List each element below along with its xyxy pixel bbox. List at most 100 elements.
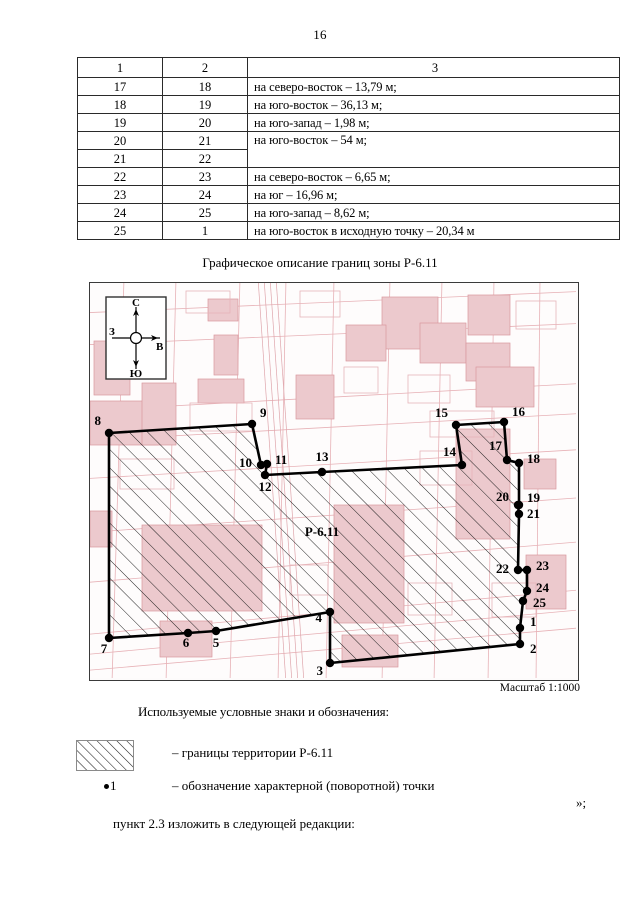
map-caption: Графическое описание границ зоны Р-6.11 (202, 255, 438, 270)
column-header-2: 2 (162, 57, 248, 78)
table-row: 25 1 на юго-восток в исходную точку – 20… (77, 221, 620, 240)
cell-from: 20 (77, 131, 163, 150)
table-row: 19 20 на юго-запад – 1,98 м; (77, 113, 620, 132)
compass-east-label: В (156, 341, 164, 353)
table-row: 18 19 на юго-восток – 36,13 м; (77, 95, 620, 114)
legend-point-sample: 1 (104, 778, 117, 794)
cell-description: на юго-запад – 1,98 м; (247, 113, 620, 132)
vertex-label-22: 22 (496, 561, 509, 576)
table-row: 24 25 на юго-запад – 8,62 м; (77, 203, 620, 222)
vertex-point-24 (522, 586, 532, 596)
compass-south-label: Ю (130, 368, 142, 380)
vertex-point-20 (513, 500, 523, 510)
map-canvas: Р-6.11 С Ю З В 1234567891011121314151617… (90, 283, 576, 678)
cell-description: на северо-восток – 13,79 м; (247, 77, 620, 96)
vertex-label-7: 7 (101, 641, 108, 656)
vertex-label-1: 1 (530, 614, 537, 629)
vertex-point-9 (247, 419, 257, 429)
column-header-3: 3 (247, 57, 620, 78)
cell-to: 19 (162, 95, 248, 114)
compass-rose: С Ю З В (105, 296, 167, 380)
vertex-point-1 (515, 623, 525, 633)
vertex-label-15: 15 (435, 405, 449, 420)
cell-from: 22 (77, 167, 163, 186)
compass-north-label: С (132, 297, 140, 309)
zone-label: Р-6.11 (305, 524, 339, 539)
cell-to: 18 (162, 77, 248, 96)
legend-point-number: 1 (110, 778, 117, 793)
cell-to: 1 (162, 221, 248, 240)
cell-to: 20 (162, 113, 248, 132)
vertex-point-21 (514, 509, 524, 519)
closing-paragraph: пункт 2.3 изложить в следующей редакции: (113, 816, 355, 831)
cell-to: 22 (162, 149, 248, 168)
vertex-label-12: 12 (259, 479, 272, 494)
cell-from: 25 (77, 221, 163, 240)
vertex-point-13 (317, 467, 327, 477)
legend-point-label: – обозначение характерной (поворотной) т… (172, 778, 435, 793)
vertex-point-5 (211, 626, 221, 636)
compass-west-label: З (109, 326, 115, 338)
vertex-point-18 (514, 458, 524, 468)
cell-description: на юго-восток – 36,13 м; (247, 95, 620, 114)
zone-boundary-polygon (107, 420, 529, 665)
vertex-point-23 (522, 565, 532, 575)
vertex-label-5: 5 (213, 635, 220, 650)
vertex-point-15 (451, 420, 461, 430)
vertex-label-14: 14 (443, 444, 457, 459)
table-row: 22 23 на северо-восток – 6,65 м; (77, 167, 620, 186)
cell-description: на юг – 16,96 м; (247, 185, 620, 204)
vertex-label-20: 20 (496, 489, 509, 504)
vertex-point-3 (325, 658, 335, 668)
table-row: 23 24 на юг – 16,96 м; (77, 185, 620, 204)
vertex-label-13: 13 (316, 449, 330, 464)
vertex-point-25 (518, 596, 528, 606)
table-header-row: 1 2 3 (77, 57, 620, 78)
vertex-point-2 (515, 639, 525, 649)
vertex-label-17: 17 (489, 438, 503, 453)
column-header-1: 1 (77, 57, 163, 78)
vertex-point-4 (325, 607, 335, 617)
point-dot-icon (104, 784, 109, 789)
vertex-point-6 (183, 628, 193, 638)
vertex-point-8 (104, 428, 114, 438)
vertex-point-16 (499, 417, 509, 427)
legend-hatch-swatch (76, 740, 134, 771)
cell-from: 24 (77, 203, 163, 222)
cell-from: 18 (77, 95, 163, 114)
cell-description: на юго-восток в исходную точку – 20,34 м (247, 221, 620, 240)
vertex-label-9: 9 (260, 405, 267, 420)
vertex-label-16: 16 (512, 404, 526, 419)
vertex-point-12 (260, 470, 270, 480)
vertex-label-18: 18 (527, 451, 541, 466)
vertex-point-7 (104, 633, 114, 643)
coordinates-table: 1 2 3 17 18 на северо-восток – 13,79 м; … (77, 57, 620, 240)
vertex-point-17 (502, 455, 512, 465)
vertex-point-14 (457, 460, 467, 470)
cell-to: 24 (162, 185, 248, 204)
table-body: 1 2 3 17 18 на северо-восток – 13,79 м; … (77, 57, 620, 240)
vertex-label-21: 21 (527, 506, 540, 521)
vertex-label-10: 10 (239, 455, 252, 470)
legend-hatch-icon (77, 741, 133, 770)
vertex-label-2: 2 (530, 641, 537, 656)
vertex-label-4: 4 (316, 610, 323, 625)
vertex-label-6: 6 (183, 635, 190, 650)
closing-quote: »; (576, 795, 587, 810)
vertex-label-3: 3 (317, 663, 324, 678)
cell-to: 23 (162, 167, 248, 186)
cell-description: на северо-восток – 6,65 м; (247, 167, 620, 186)
cell-to: 21 (162, 131, 248, 150)
cell-description: на юго-восток – 54 м; (247, 131, 620, 168)
vertex-point-11 (262, 459, 272, 469)
legend-hatch-label: – границы территории Р-6.11 (172, 745, 334, 760)
vertex-label-24: 24 (536, 580, 550, 595)
vertex-label-19: 19 (527, 490, 541, 505)
cell-from: 19 (77, 113, 163, 132)
legend-title: Используемые условные знаки и обозначени… (138, 704, 389, 719)
cell-from: 23 (77, 185, 163, 204)
cell-from: 21 (77, 149, 163, 168)
vertex-point-22 (513, 565, 523, 575)
